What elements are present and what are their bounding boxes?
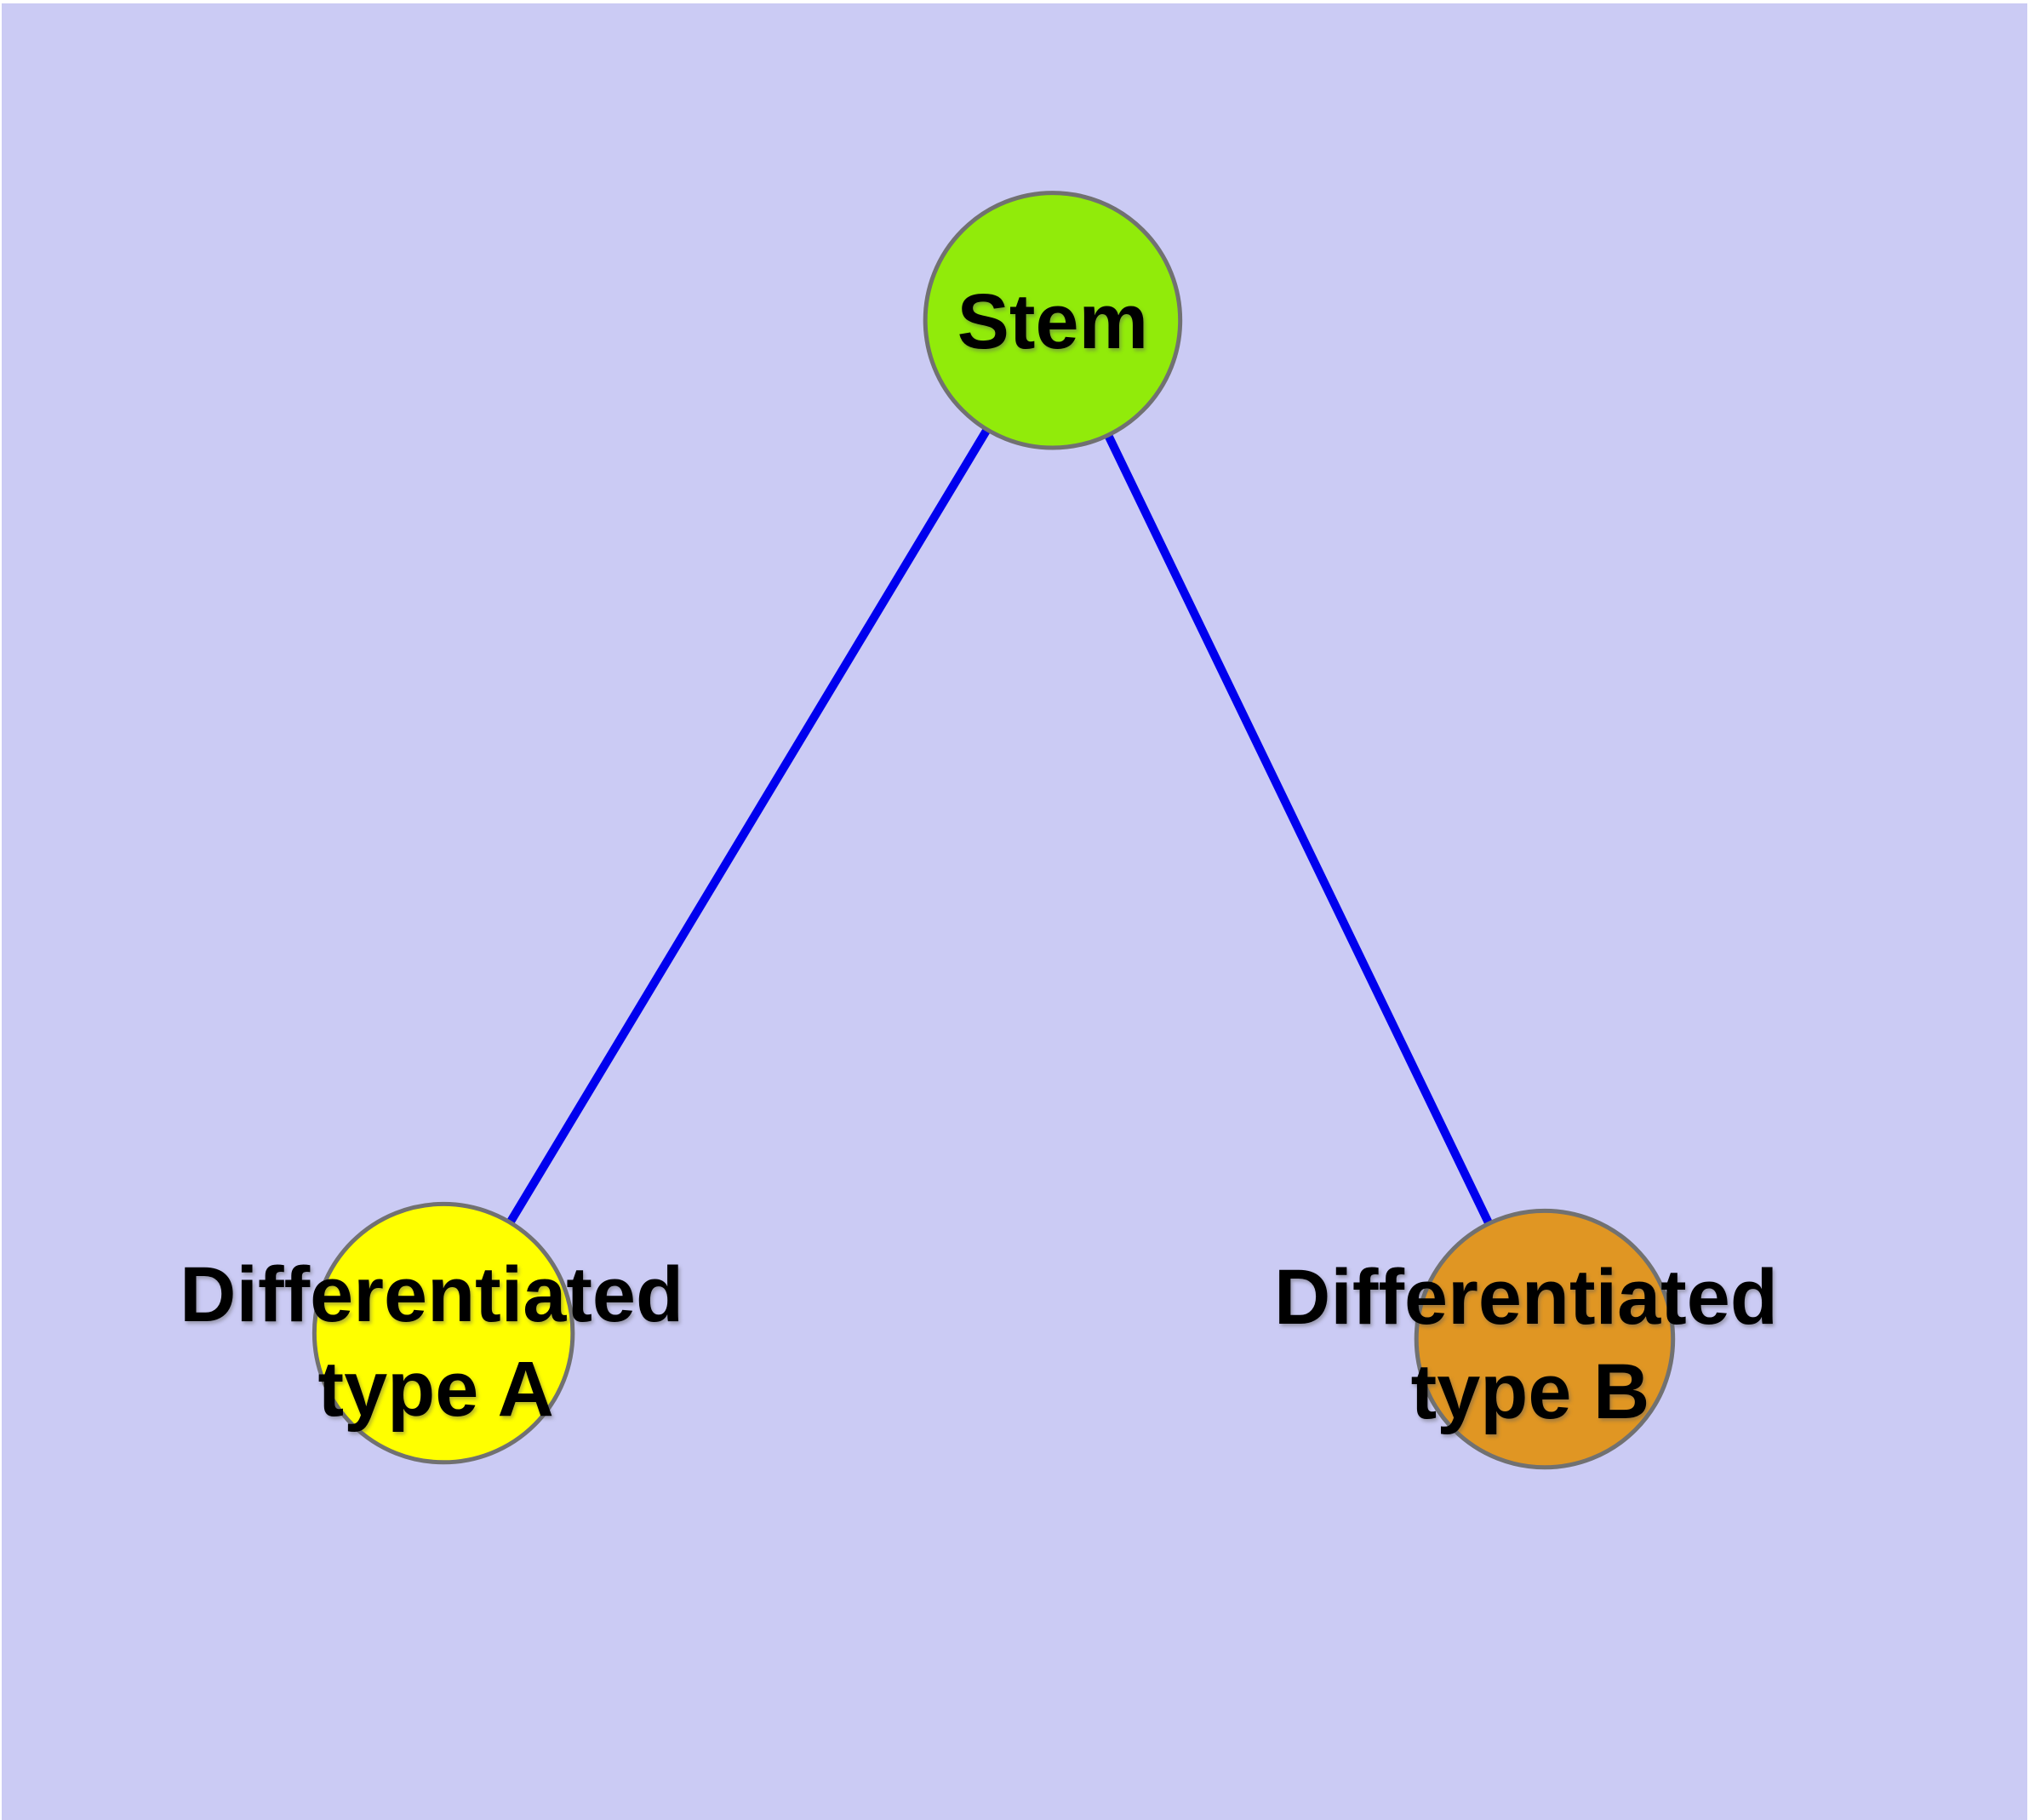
edge-stem-to-type-b — [1049, 318, 1549, 1342]
stem-node — [923, 191, 1183, 450]
stem-node-label: Stem — [957, 278, 1149, 365]
edge-stem-to-type-a — [439, 318, 1057, 1336]
type-b-node — [1414, 1208, 1676, 1470]
type-a-node-label-line2: type A — [318, 1346, 554, 1433]
diagram-canvas: Stem Differentiated type A Differentiate… — [2, 3, 2027, 1820]
type-b-node-label-line2: type B — [1411, 1348, 1650, 1435]
type-a-node — [311, 1201, 575, 1465]
type-b-node-label-line1: Differentiated — [1274, 1254, 1778, 1341]
diagram-svg: Stem Differentiated type A Differentiate… — [2, 3, 2027, 1820]
type-a-node-label-line1: Differentiated — [180, 1251, 683, 1338]
